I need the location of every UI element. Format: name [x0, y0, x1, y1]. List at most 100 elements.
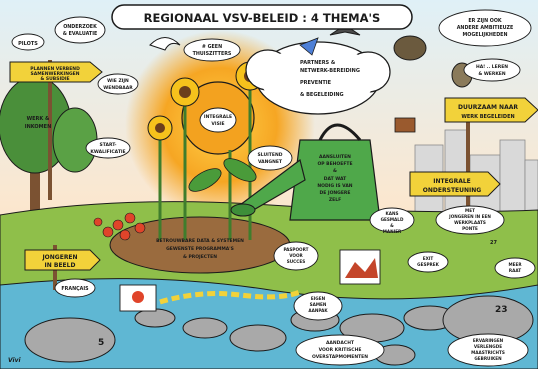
bubble-geen-line2: THUISZITTERS	[193, 51, 232, 57]
tree-label-line2: INKOMEN	[25, 124, 52, 130]
sign-left-line2: SAMENWERKINGEN	[30, 71, 79, 77]
bubble-onderzoek-line2: & EVALUATIE	[63, 31, 98, 37]
bubble-eigen-line2: SAMEN	[310, 302, 327, 307]
sign-integrale-line1: INTEGRALE	[433, 178, 471, 185]
can-text-7: ZELF	[329, 197, 341, 203]
bubble-vangnet-line2: VANGNET	[258, 159, 283, 165]
bubble-kans-line1: KANS	[385, 211, 398, 216]
bubble-meer-line1: MEER	[508, 262, 522, 267]
can-text-5: NODIG IS VAN	[317, 183, 352, 189]
sign-left-line1: PLANNEN VERBEND	[30, 66, 80, 72]
winding-path	[159, 289, 301, 305]
can-text-4: DAT WAT	[324, 176, 347, 182]
bubble-wp-line2: JONGEREN IN EEN	[448, 214, 491, 219]
bubble-start-line1: START-	[100, 142, 117, 148]
bubble-paspoort-line2: VOOR	[289, 253, 303, 258]
sign-integrale	[409, 171, 501, 197]
bubble-startkwalificatie	[85, 137, 131, 159]
cloud-item-1: PARTNERS &	[300, 60, 336, 66]
briefcase-icon	[394, 117, 416, 133]
bubble-kans-line3: &	[390, 223, 394, 228]
bubble-leren-line1: HA! .. LEREN	[476, 64, 508, 70]
bubble-francais	[54, 278, 96, 298]
bubble-eigen-line3: AANPAK	[308, 308, 328, 313]
bubble-eigen-aanpak	[293, 291, 343, 321]
ground-text-line1: BETROUWBARE DATA & SYSTEMEN	[156, 238, 244, 244]
bubble-onderzoek	[54, 16, 106, 44]
bubble-wp-line4: PONTE	[462, 226, 478, 231]
sign-left-top	[9, 61, 103, 83]
bubble-paspoort-line1: PASPOORT	[283, 247, 308, 252]
bubble-visie-line1: INTEGRALE	[204, 114, 232, 120]
bubble-andere-line2: ANDERE AMBITIEUZE	[457, 25, 514, 31]
bubble-erv-line2: VERLENGDE	[474, 344, 502, 349]
bubble-aandacht-line2: VOOR KRITISCHE	[319, 347, 362, 353]
bubble-visie-line2: VISIE	[211, 121, 224, 127]
bubble-eigen-line1: EIGEN	[311, 296, 326, 301]
bubble-aandacht-line3: OVERSTAPMOMENTEN	[312, 354, 368, 360]
bubble-wie-zijn	[97, 73, 139, 95]
bubble-leren-line2: & WERKEN	[478, 71, 506, 77]
bubble-wie-zijn-line2: WENDBAAR	[103, 85, 133, 91]
bubble-exit-gesprek	[407, 251, 449, 273]
bubble-vangnet-line1: SLUITEND	[258, 152, 283, 158]
can-text-6: DE JONGERE	[320, 190, 351, 196]
sign-duurzaam-line1: DUURZAAM NAAR	[458, 104, 518, 111]
bubble-kans-line2: GESMALD	[381, 217, 404, 222]
sign-duurzaam	[444, 97, 538, 123]
bubble-wp-line3: WERKPLAATS	[454, 220, 486, 225]
bubble-geen-line1: # GEEN	[202, 44, 222, 50]
bubble-exit-line1: EXIT	[423, 256, 434, 261]
bubble-kanselen	[369, 207, 415, 233]
ground-text-line3: & PROJECTEN	[183, 254, 217, 260]
bubble-aandacht	[295, 334, 385, 366]
bubble-andere-mogelijkheden	[438, 9, 532, 47]
ground-text-line2: GEWENSTE PROGRAMMA'S	[166, 246, 234, 252]
bubble-andere-line1: ER ZIJN OOK	[468, 18, 502, 24]
cloud-item-2: NETWERK-BEREIDING	[300, 68, 360, 74]
bubble-paspoort-line3: SUCCES	[287, 259, 305, 264]
bubble-erv-line4: GEBRUIKEN	[474, 356, 502, 361]
can-text-2: OP BEHOEFTE	[317, 161, 352, 167]
sign-integrale-line2: ONDERSTEUNING	[423, 187, 481, 194]
bubble-pilots-text: PILOTS	[18, 41, 38, 47]
bird-stork	[149, 24, 361, 51]
sign-duurzaam-line2: WERK BEGELEIDEN	[461, 114, 514, 120]
stepping-stones	[24, 295, 534, 366]
sign-jongeren-line2: IN BEELD	[45, 262, 76, 269]
bubble-ervaringen	[447, 333, 529, 367]
bubble-jongeren-werkplaats	[435, 205, 505, 235]
watering-can-illustration	[230, 123, 381, 221]
bubble-kans-line4: MANIER	[383, 229, 402, 234]
bubble-andere-line3: MOGELIJKHEDEN	[463, 32, 508, 38]
red-flowers	[93, 212, 146, 241]
age-marker-right: 23	[495, 305, 508, 315]
photo-frame-figure	[345, 258, 378, 278]
bird-bluebird	[299, 37, 319, 56]
bubble-wp-line1: MET	[465, 208, 475, 213]
age-marker-mid: 27	[490, 240, 497, 246]
sign-left-line3: & SUBSIDIE	[40, 76, 69, 82]
bubble-erv-line3: MAASTRICHTS	[471, 350, 505, 355]
bubble-geen-thuiszitter	[183, 38, 241, 62]
tree-label-line1: WERK &	[27, 116, 50, 122]
bubble-pilots	[11, 33, 45, 51]
picture-card-figure	[132, 291, 144, 303]
bird-owl	[393, 35, 473, 88]
bubble-start-line2: KWALIFICATIE	[90, 149, 125, 155]
bubble-onderzoek-line1: ONDERZOEK	[63, 24, 97, 30]
bubble-francais-text: FRANÇAIS	[61, 286, 89, 292]
cloud-item-4: & BEGELEIDING	[300, 92, 344, 98]
bubble-paspoort	[273, 241, 319, 271]
bubble-wie-zijn-line1: WIE ZIJN	[107, 78, 129, 84]
bubble-exit-line2: GESPREK	[417, 262, 439, 267]
bubble-sluitend-vangnet	[247, 145, 293, 171]
bubble-meer-line2: RAAT	[509, 268, 521, 273]
age-marker-left: 5	[98, 338, 104, 348]
can-text-1: AANSLUITEN	[319, 154, 351, 160]
sign-jongeren	[24, 249, 101, 271]
bubble-erv-line1: ERVARINGEN	[473, 338, 504, 343]
cloud-item-3: PREVENTIE	[300, 80, 332, 86]
